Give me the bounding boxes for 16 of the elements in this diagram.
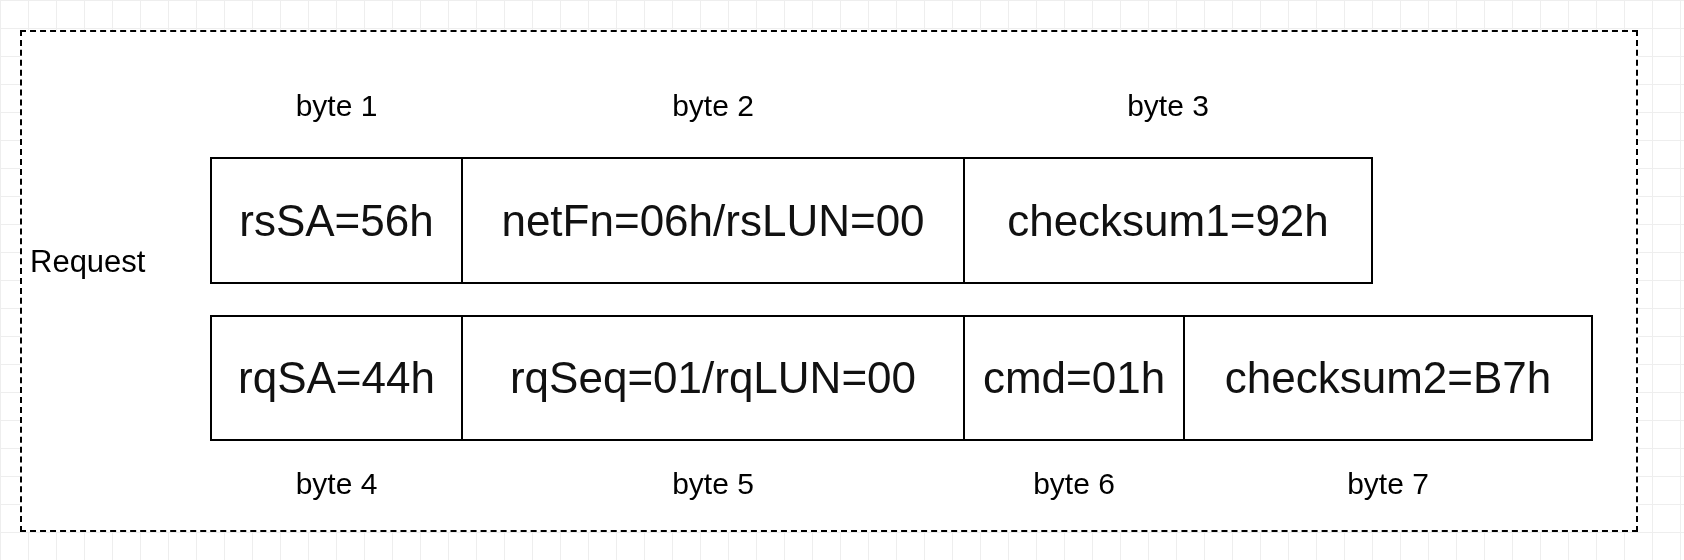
byte-label: byte 7	[1346, 467, 1430, 501]
field-label: checksum2=B7h	[1224, 353, 1552, 403]
field-label: cmd=01h	[982, 353, 1166, 403]
byte-label: byte 6	[1032, 467, 1116, 501]
byte-label: byte 3	[1126, 89, 1210, 123]
byte-label: byte 2	[671, 89, 755, 123]
byte-label: byte 4	[294, 467, 379, 501]
frame-title: Request	[30, 244, 146, 280]
byte-label: byte 1	[294, 89, 379, 123]
byte-label: byte 5	[671, 467, 755, 501]
field-label: netFn=06h/rsLUN=00	[501, 195, 925, 246]
field-label: rqSeq=01/rqLUN=00	[509, 353, 917, 403]
field-label: rqSA=44h	[238, 353, 435, 403]
frame-box	[20, 30, 1638, 532]
field-label: rsSA=56h	[239, 195, 434, 246]
field-label: checksum1=92h	[1007, 195, 1329, 246]
